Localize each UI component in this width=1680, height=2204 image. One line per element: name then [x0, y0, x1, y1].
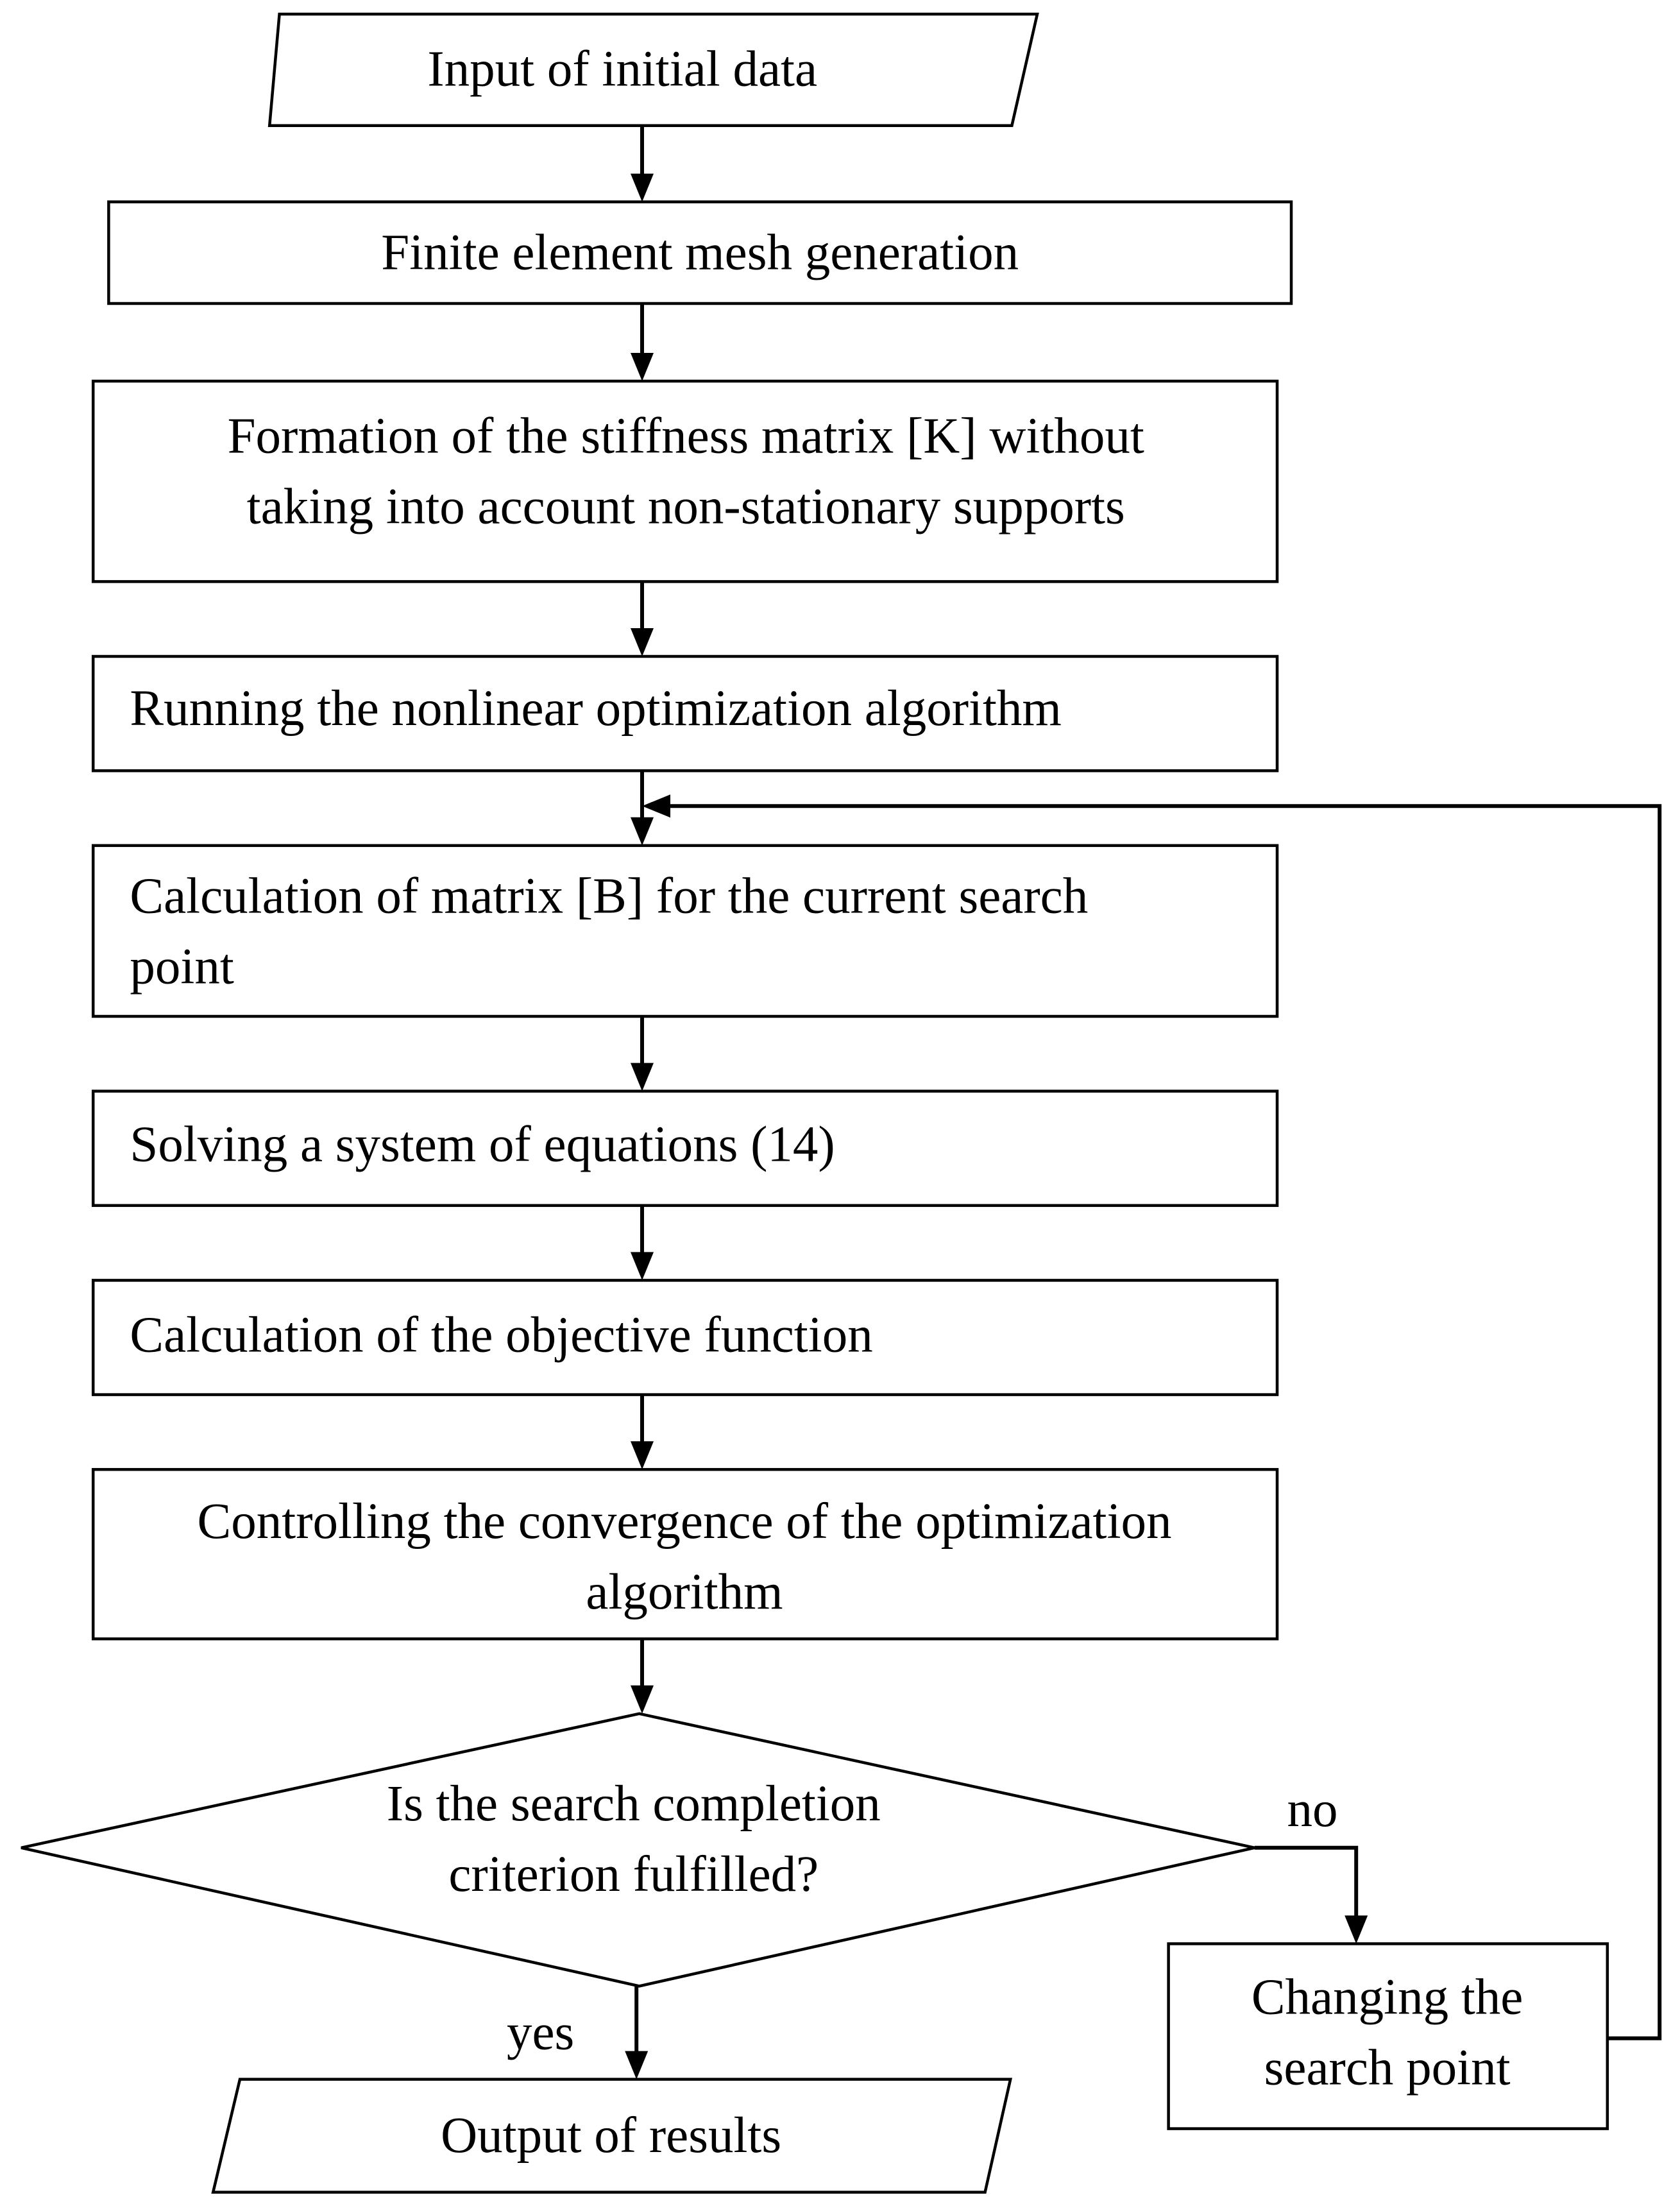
node-stiffness-label-line-2: taking into account non-stationary suppo… [247, 479, 1125, 534]
edge-solve-to-objective [631, 1205, 654, 1281]
node-decision: Is the search completion criterion fulfil… [21, 1712, 1255, 1988]
edge-stiffness-to-run-arrowhead [631, 628, 654, 656]
node-output-label-line-1: Output of results [441, 2108, 781, 2164]
node-objective: Calculation of the objective function [91, 1279, 1279, 1396]
edge-objective-to-converge-arrowhead [631, 1441, 654, 1470]
edge-converge-to-decision [631, 1639, 654, 1714]
edge-decision-to-change [1254, 1845, 1368, 1944]
node-output: Output of results [211, 2078, 1013, 2194]
node-converge-box [91, 1467, 1279, 1641]
node-output-parallelogram [211, 2078, 1013, 2194]
node-stiffness-label-line-1: Formation of the stiffness matrix [K] wi… [228, 408, 1144, 464]
edge-decision-to-change-arrowhead [1345, 1915, 1368, 1944]
node-change-label-line-2: search point [1264, 2040, 1511, 2096]
node-calcB-label-line-1: Calculation of matrix [B] for the curren… [130, 869, 1088, 925]
node-objective-label-line-1: Calculation of the objective function [130, 1308, 872, 1363]
edge-objective-to-converge [631, 1394, 654, 1470]
edge-stiffness-to-run [631, 581, 654, 656]
edge-mesh-to-stiffness-arrowhead [631, 353, 654, 381]
edge-input-to-mesh-arrowhead [631, 173, 654, 202]
edge-calcB-to-solve-arrowhead [631, 1063, 654, 1091]
node-run-label-line-1: Running the nonlinear optimization algor… [130, 681, 1061, 737]
edge-decision-to-output-arrowhead [625, 2051, 649, 2080]
edge-change-to-calcB-arrowhead [642, 794, 670, 818]
node-solve-box [91, 1089, 1279, 1208]
edge-change-to-calcB [642, 794, 1662, 2040]
node-stiffness: Formation of the stiffness matrix [K] wi… [91, 379, 1279, 583]
node-calcB-box [91, 844, 1279, 1018]
node-calcB: Calculation of matrix [B] for the curren… [91, 844, 1279, 1018]
edge-change-to-calcB-line [668, 804, 1662, 2040]
edge-label-no: no [1287, 1782, 1338, 1838]
node-decision-label-line-1: Is the search completion [387, 1776, 881, 1832]
edge-decision-to-output [625, 1986, 649, 2080]
node-converge-label-line-1: Controlling the convergence of the optim… [198, 1494, 1172, 1550]
node-run: Running the nonlinear optimization algor… [91, 654, 1279, 773]
edge-calcB-to-solve [631, 1016, 654, 1091]
edge-run-to-calcB-arrowhead [631, 817, 654, 846]
node-change: Changing the search point [1167, 1942, 1609, 2130]
node-converge-label-line-2: algorithm [586, 1564, 783, 1620]
node-input: Input of initial data [267, 12, 1039, 128]
node-mesh-box [107, 200, 1293, 305]
edges-layer [625, 125, 1662, 2080]
node-mesh: Finite element mesh generation [107, 200, 1293, 305]
node-input-parallelogram [267, 12, 1039, 128]
edge-solve-to-objective-arrowhead [631, 1252, 654, 1281]
node-objective-box [91, 1279, 1279, 1396]
edge-converge-to-decision-arrowhead [631, 1685, 654, 1714]
node-solve-label-line-1: Solving a system of equations (14) [130, 1117, 835, 1173]
node-converge: Controlling the convergence of the optim… [91, 1467, 1279, 1641]
edge-mesh-to-stiffness [631, 303, 654, 381]
node-solve: Solving a system of equations (14) [91, 1089, 1279, 1208]
node-decision-label-line-2: criterion fulfilled? [448, 1847, 819, 1902]
edge-decision-to-change-line [1254, 1845, 1359, 1918]
node-run-box [91, 654, 1279, 773]
node-change-label-line-1: Changing the [1252, 1970, 1523, 2026]
edge-label-yes: yes [507, 2005, 574, 2061]
node-calcB-label-line-2: point [130, 939, 233, 995]
node-mesh-label-line-1: Finite element mesh generation [381, 225, 1019, 280]
node-input-label-line-1: Input of initial data [427, 41, 817, 97]
node-stiffness-box [91, 379, 1279, 583]
edge-labels-layer: no yes [507, 1782, 1338, 2061]
edge-run-to-calcB [631, 771, 654, 846]
edge-input-to-mesh [631, 125, 654, 202]
node-decision-diamond [21, 1712, 1255, 1988]
node-change-box [1167, 1942, 1609, 2130]
